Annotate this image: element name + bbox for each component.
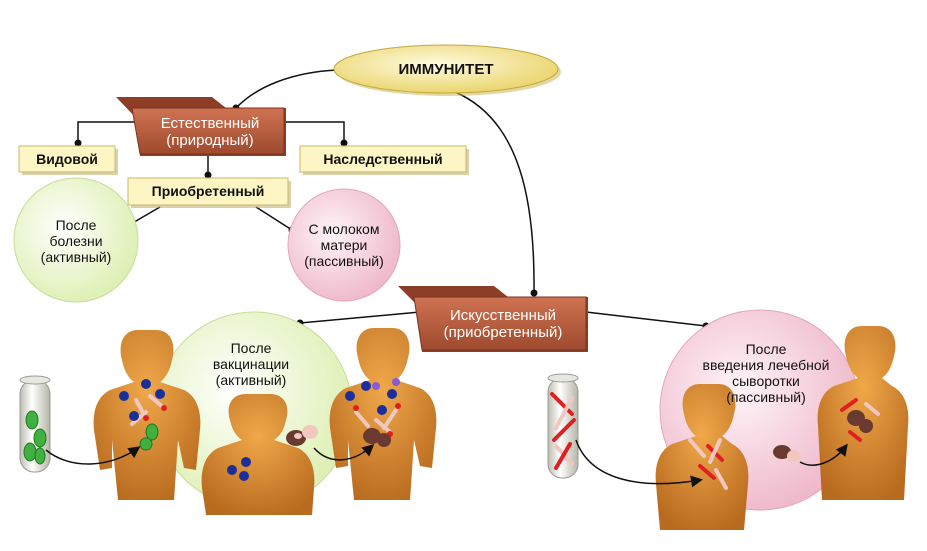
with-milk-line3: (пассивный) [304,253,384,270]
after-illness-label: После болезни (активный) [20,212,132,270]
with-milk-line2: матери [320,236,368,253]
bacteria-cluster [23,410,47,465]
root-oval [333,44,561,96]
figure-4-particles [688,438,728,490]
arrow-virus-to-figure-3 [313,444,375,461]
acquired-box [127,177,291,208]
connector-natural-hereditary [280,121,345,143]
connector-artificial-serum [585,311,707,327]
artificial-folder [398,286,588,352]
after-illness-line3: (активный) [40,249,112,266]
human-figure-4 [655,384,749,530]
root-label: ИММУНИТЕТ [398,61,494,79]
antibody-cluster [550,392,576,470]
test-tube-left [19,375,51,473]
natural-label: Естественный (природный) [136,112,284,152]
arrow-tube-to-figure-4 [575,439,703,488]
natural-folder [116,97,286,156]
after-illness-line1: После [55,216,97,233]
acquired-label: Приобретенный [151,183,265,200]
with-milk-line1: С молоком [308,220,380,237]
after-vaccination-line1: После [230,339,272,356]
natural-label-line1: Естественный [160,114,260,132]
after-serum-line3: сыворотки [732,373,800,389]
with-milk-circle [287,188,401,302]
species-label: Видовой [36,150,98,167]
figure-2-particles [227,457,251,481]
after-vaccination-line3: (активный) [215,372,287,389]
connector-root-artificial [454,91,535,294]
after-serum-line1: После [745,340,787,357]
arrow-virus-to-figure-5 [799,443,848,466]
test-tube-right [547,373,579,479]
after-illness-line2: болезни [49,232,103,249]
figure-3-particles [345,378,401,447]
after-illness-circle [13,177,139,303]
arrow-tube-to-figure-1 [45,446,141,465]
connector-acquired-milk [255,206,293,231]
natural-label-line2: (природный) [166,132,254,149]
connector-artificial-vaccination [299,311,421,324]
connector-natural-species [77,121,140,143]
artificial-label-line1: Искусственный [449,306,557,324]
after-vaccination-label: После вакцинации (активный) [196,336,306,392]
arrows [45,439,848,488]
with-milk-label: С молоком матери (пассивный) [292,216,396,274]
hereditary-box [299,145,469,175]
artificial-label: Искусственный (приобретенный) [420,302,586,346]
virus-cluster-right [773,445,801,462]
artificial-label-line2: (приобретенный) [443,324,563,341]
human-figure-2 [201,394,315,515]
figure-5-particles [840,398,880,442]
after-vaccination-line2: вакцинации [212,355,290,372]
connectors [77,69,707,327]
figure-1-particles [119,379,167,451]
virus-cluster-left [286,425,318,446]
hereditary-label: Наследственный [323,150,443,167]
after-serum-line4: (пассивный) [726,389,806,406]
after-serum-line2: введения лечебной [702,356,830,373]
species-box [18,145,118,175]
after-serum-label: После введения лечебной сыворотки (пасси… [684,336,848,410]
connector-root-natural [235,69,339,109]
